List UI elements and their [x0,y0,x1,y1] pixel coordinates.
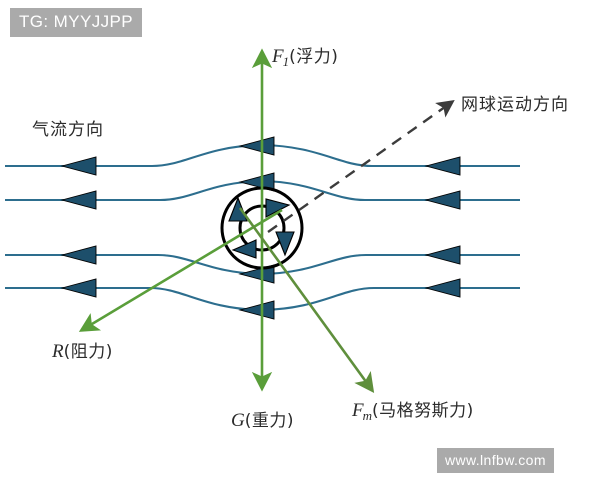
flow-arrow-right-3 [424,245,461,265]
spin-arrow-bottom [231,239,257,259]
drag-force-arrow [78,208,283,332]
magnus-name: (马格努斯力) [372,401,474,421]
spin-arrowheads [228,196,295,259]
label-buoyancy-force: F1(浮力) [272,42,338,70]
gravity-name: (重力) [244,411,294,431]
buoyancy-name: (浮力) [289,47,339,67]
watermark-top-left: TG: MYYJJPP [10,8,142,37]
flow-arrow-left-3 [60,245,97,265]
label-motion-direction: 网球运动方向 [461,95,569,115]
flow-arrow-left-4 [60,278,97,298]
buoyancy-symbol: F [272,46,284,67]
magnus-force-arrow [238,207,375,393]
flow-arrow-center-1 [238,136,275,156]
label-gravity-force: G(重力) [231,406,294,432]
label-magnus-force: Fm(马格努斯力) [352,396,474,424]
spin-arrow-right [275,231,295,257]
spin-arrow-top [265,198,291,218]
gravity-symbol: G [231,410,245,431]
label-airflow-direction: 气流方向 [32,120,104,140]
buoyancy-subscript: 1 [282,54,290,70]
magnus-symbol: F [352,400,364,421]
flow-arrow-left-2 [60,190,97,210]
flow-arrow-center-4 [238,300,275,320]
flow-arrow-center-3 [238,264,275,284]
magnus-subscript: m [362,408,372,424]
flow-arrow-center-2 [238,172,275,192]
flow-arrow-right-2 [424,190,461,210]
watermark-bottom-right: www.lnfbw.com [437,448,554,473]
flow-arrow-right-4 [424,278,461,298]
streamline-arrowheads [60,136,461,320]
label-drag-force: R(阻力) [52,337,113,363]
drag-symbol: R [52,341,64,362]
drag-name: (阻力) [63,342,113,362]
flow-arrow-right-1 [424,156,461,176]
flow-arrow-left-1 [60,156,97,176]
